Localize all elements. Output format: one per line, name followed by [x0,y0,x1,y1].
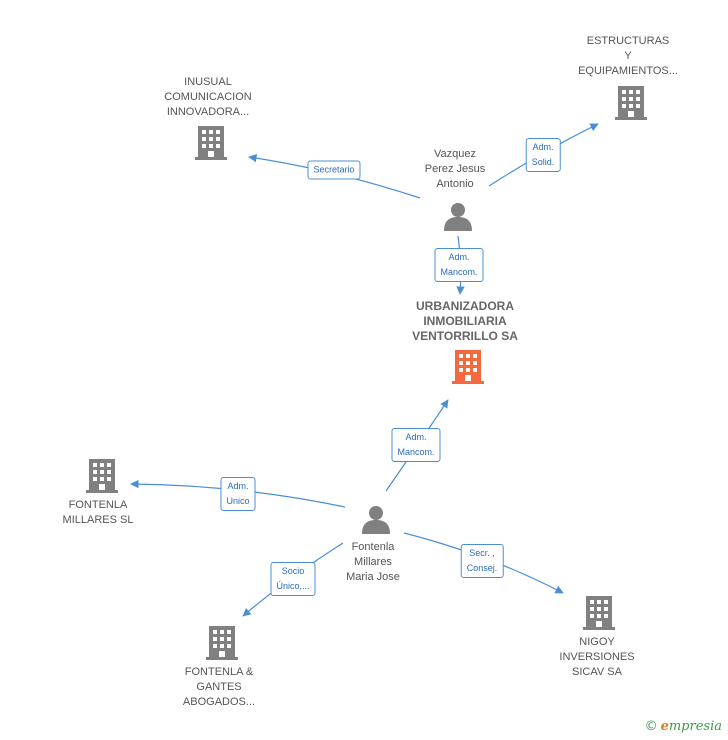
node-label-fontenla-gantes[interactable]: FONTENLA & GANTES ABOGADOS... [182,666,256,708]
node-label-urbanizadora[interactable]: URBANIZADORA INMOBILIARIA VENTORRILLO SA [412,299,518,343]
node-label-fontenla-maria[interactable]: Fontenla Millares Maria Jose [346,541,400,583]
node-label-estructuras[interactable]: ESTRUCTURAS Y EQUIPAMIENTOS... [578,35,678,77]
building-icon[interactable] [583,596,615,630]
edge-label-adm-mancom-top[interactable]: Adm. Mancom. [434,248,484,282]
edge-label-secr-consej[interactable]: Secr. , Consej. [460,544,504,578]
node-label-nigoy[interactable]: NIGOY INVERSIONES SICAV SA [559,636,635,678]
edge-label-adm-mancom-bottom[interactable]: Adm. Mancom. [391,428,441,462]
person-icon[interactable] [362,506,390,534]
edge-label-adm-unico[interactable]: Adm. Unico [220,477,256,511]
empresia-logo[interactable]: ©empresia [644,719,722,734]
copyright-icon: © [644,719,658,734]
building-icon[interactable] [206,626,238,660]
edge-label-socio-unico[interactable]: Socio Único,... [270,562,316,596]
building-icon[interactable] [452,350,484,384]
node-label-fontenla-millares-sl[interactable]: FONTENLA MILLARES SL [62,499,134,526]
node-label-inusual[interactable]: INUSUAL COMUNICACION INNOVADORA... [164,76,252,118]
building-icon[interactable] [195,126,227,160]
node-label-vazquez[interactable]: Vazquez Perez Jesus Antonio [424,148,486,190]
edge-label-adm-solid[interactable]: Adm. Solid. [525,138,561,172]
edge-label-secretario[interactable]: Secretario [307,160,361,180]
building-icon[interactable] [86,459,118,493]
person-icon[interactable] [444,203,472,231]
building-icon[interactable] [615,86,647,120]
